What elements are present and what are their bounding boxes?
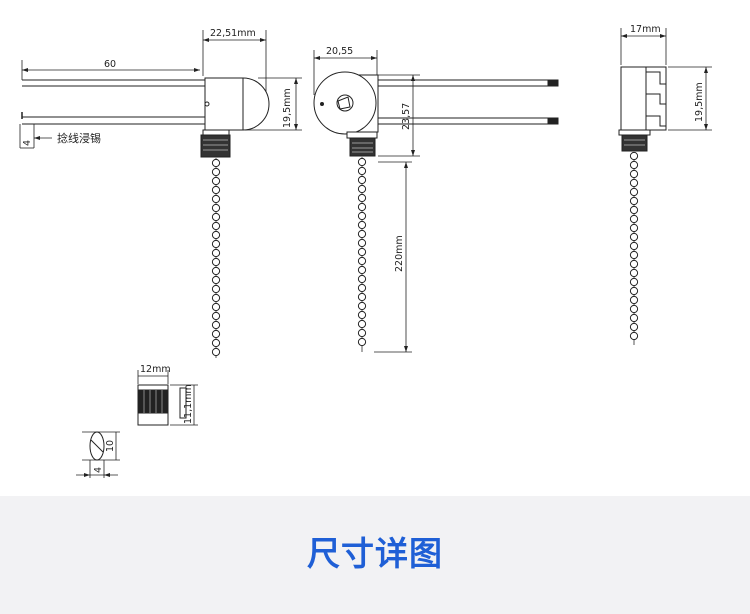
chain-bead [211, 302, 221, 312]
chain-bead [211, 275, 221, 285]
chain-bead [357, 319, 367, 329]
chain-bead [211, 266, 221, 276]
chain-bead [357, 274, 367, 284]
chain-bead [211, 284, 221, 294]
chain-bead [629, 259, 639, 269]
chain-bead [629, 151, 639, 161]
note-tinned-wire: 捻线浸锡 [57, 131, 101, 145]
dim-side-width: 17mm [630, 24, 661, 35]
chain-bead [357, 301, 367, 311]
chain-beads-front [357, 157, 367, 347]
front-view [313, 50, 559, 353]
chain-bead [629, 268, 639, 278]
side-view-left [19, 30, 302, 358]
chain-bead [211, 239, 221, 249]
chain-bead [211, 158, 221, 168]
chain-bead [629, 304, 639, 314]
dim-side-height: 19,5mm [694, 82, 705, 122]
chain-bead [629, 331, 639, 341]
chain-bead [629, 196, 639, 206]
chain-bead [629, 223, 639, 233]
chain-bead [211, 311, 221, 321]
chain-bead [629, 205, 639, 215]
chain-bead [211, 320, 221, 330]
chain-bead [211, 167, 221, 177]
chain-bead [629, 295, 639, 305]
chain-bead [357, 229, 367, 239]
chain-bead [357, 337, 367, 347]
dim-body-width: 22,51mm [210, 28, 256, 39]
chain-bead [211, 293, 221, 303]
chain-bead [629, 241, 639, 251]
chain-bead [629, 178, 639, 188]
chain-bead [357, 202, 367, 212]
chain-bead [357, 238, 367, 248]
dim-knob-diameter: 12mm [140, 364, 171, 375]
dim-ferrule-width: 4 [93, 467, 104, 473]
dimension-drawing: 60 22,51mm 19,5mm 4 捻线浸锡 [19, 24, 712, 478]
caption-title: 尺寸详图 [307, 534, 443, 573]
chain-bead [357, 265, 367, 275]
dim-front-height: 23,57 [401, 103, 412, 130]
ferrule-view [76, 431, 120, 478]
chain-bead [211, 248, 221, 258]
chain-bead [357, 256, 367, 266]
dim-ferrule-height: 10 [105, 440, 116, 452]
chain-bead [211, 230, 221, 240]
chain-bead [629, 313, 639, 323]
chain-bead [211, 329, 221, 339]
knob-view [137, 370, 198, 426]
chain-bead [357, 292, 367, 302]
dim-body-height: 19,5mm [282, 88, 293, 128]
chain-bead [357, 328, 367, 338]
chain-bead [357, 310, 367, 320]
dim-wire-gap: 4 [22, 140, 33, 146]
dim-wire-length: 60 [104, 59, 116, 70]
chain-bead [629, 214, 639, 224]
chain-bead [357, 184, 367, 194]
chain-beads-left [211, 158, 221, 357]
side-view-right [618, 28, 712, 345]
chain-bead [211, 338, 221, 348]
chain-bead [629, 169, 639, 179]
chain-bead [357, 193, 367, 203]
chain-bead [211, 257, 221, 267]
chain-beads-right [629, 151, 639, 341]
chain-bead [357, 166, 367, 176]
chain-bead [629, 232, 639, 242]
chain-bead [629, 322, 639, 332]
chain-bead [629, 187, 639, 197]
chain-bead [211, 212, 221, 222]
chain-bead [357, 175, 367, 185]
chain-bead [629, 277, 639, 287]
chain-bead [211, 203, 221, 213]
chain-bead [357, 283, 367, 293]
chain-bead [357, 157, 367, 167]
dim-chain-length: 220mm [394, 235, 405, 272]
chain-bead [357, 220, 367, 230]
chain-bead [629, 286, 639, 296]
chain-bead [211, 176, 221, 186]
chain-bead [211, 347, 221, 357]
chain-bead [629, 160, 639, 170]
chain-bead [211, 194, 221, 204]
dim-front-width: 20,55 [326, 46, 353, 57]
chain-bead [357, 211, 367, 221]
chain-bead [629, 250, 639, 260]
dim-knob-height: 11,1mm [183, 384, 194, 424]
chain-bead [211, 185, 221, 195]
caption-bar: 尺寸详图 [0, 496, 750, 614]
chain-bead [357, 247, 367, 257]
chain-bead [211, 221, 221, 231]
